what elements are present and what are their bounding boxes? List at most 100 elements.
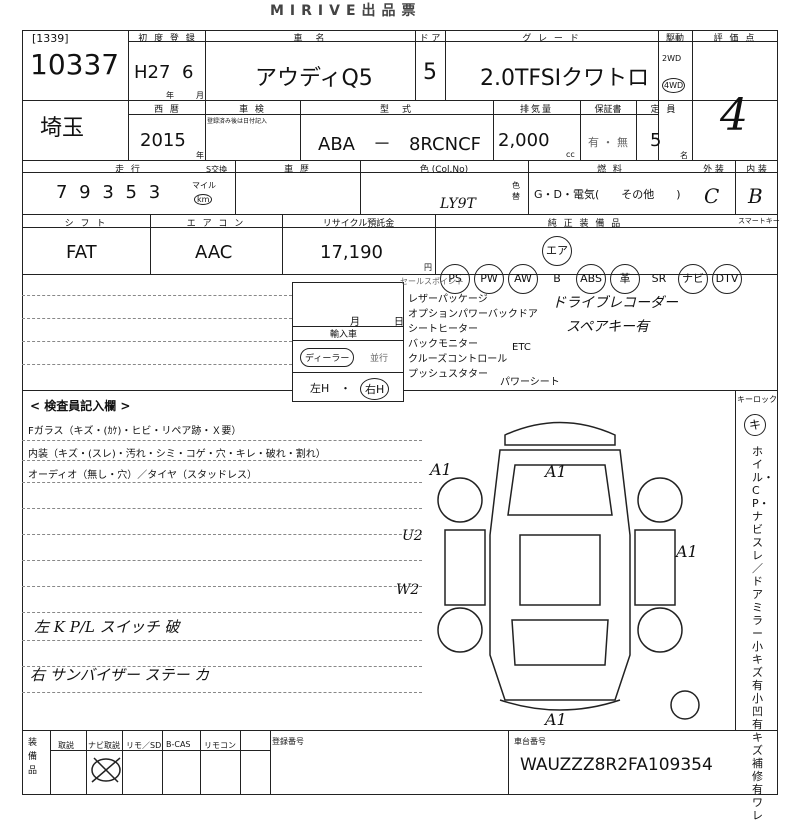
damage-a1-rear: A1 — [545, 710, 567, 729]
col-remote-sd: リモ／SD — [126, 741, 162, 750]
box-left-h: 左H — [310, 382, 330, 395]
hdr-ext: 外 装 — [703, 165, 724, 175]
feature-power-seat: パワーシート — [500, 377, 560, 388]
year-unit-2: 年 — [196, 151, 204, 160]
box-month: 月 — [350, 317, 360, 328]
cc-unit: cc — [566, 150, 575, 159]
door-count: 5 — [423, 60, 437, 85]
feature-item: プッシュスタター — [408, 369, 488, 380]
hand-note-spare-key: スペアキー有 — [566, 319, 650, 335]
damage-a1-hood: A1 — [545, 462, 567, 481]
bottom-equip-header: 装 備 品 — [28, 738, 38, 776]
damage-u2-left: U2 — [402, 528, 423, 544]
box-parallel: 並行 — [370, 354, 389, 364]
hdr-repair: 保証書 — [594, 105, 622, 115]
equip-abs: ABS — [576, 264, 606, 294]
capacity-value: 5 — [650, 130, 662, 151]
recycle-unit: 円 — [424, 263, 432, 272]
hand-note-drive-recorder: ドライブレコーダー — [552, 295, 678, 311]
col-remote: リモコン — [204, 741, 236, 750]
capacity-unit: 名 — [680, 151, 688, 160]
equip-ps: PS — [440, 264, 470, 294]
equip-dtv: DTV — [712, 264, 742, 294]
lot-number: 10337 — [30, 48, 120, 81]
feature-etc: ETC — [512, 342, 531, 353]
inspector-note-visor: 右 サンバイザー ステー カ — [30, 666, 210, 684]
cross-mark — [91, 757, 121, 783]
mile-unit: マイル — [192, 181, 216, 190]
feature-item: クルーズコントロール — [408, 354, 508, 365]
fuel-value: G・D・電気( その他 ) — [534, 188, 681, 201]
feature-item: レザーパッケージ — [408, 294, 488, 305]
year-unit: 年 — [166, 91, 174, 100]
prefecture: 埼玉 — [40, 116, 85, 141]
hdr-eval: 評 価 点 — [713, 34, 757, 44]
feature-item: バックモニター — [408, 339, 478, 350]
hdr-model: 車 名 — [293, 34, 327, 44]
cc-value: 2,000 — [498, 130, 550, 151]
equip-sr: SR — [651, 272, 667, 285]
sheet-frame — [22, 30, 778, 795]
equip-navi: ナビ — [678, 264, 708, 294]
equip-leather: 革 — [610, 264, 640, 294]
ext-grade: C — [704, 184, 720, 208]
hdr-mileage: 走 行 — [115, 165, 142, 175]
model-name: アウディQ5 — [255, 66, 373, 91]
features-list: レザーパッケージ オプションパワーバックドア シートヒーター バックモニター ク… — [408, 292, 558, 382]
feature-item: シートヒーター — [408, 324, 478, 335]
inspector-line-audio: オーディオ（無し・穴）／タイヤ（スタッドレス） — [28, 470, 257, 481]
col-navi-manual: ナビ取説 — [88, 741, 120, 750]
hdr-drive: 駆動 — [665, 34, 684, 44]
meter-change: S交換 — [206, 165, 228, 174]
hdr-first-reg: 初 度 登 録 — [138, 34, 197, 44]
box-dot: ・ — [340, 382, 351, 395]
damage-a1-right: A1 — [676, 542, 698, 561]
keylock-label: キーロック — [737, 395, 777, 404]
hdr-cc: 排気量 — [519, 105, 553, 115]
side-damage-legend: ホイル・CP・ナビスレ／ドアミラー 小キズ 有 小凹 有 キズ 補修 有 ワレ — [752, 445, 774, 822]
inspect-note: 登録済み後は日付記入 — [207, 118, 268, 125]
hdr-capacity: 定 員 — [650, 105, 678, 115]
hdr-year: 西 暦 — [154, 105, 181, 115]
hdr-fuel: 燃 料 — [597, 165, 624, 175]
col-bcas: B-CAS — [166, 740, 191, 749]
inspector-line-glass: Fガラス（キズ・(ｶｹ)・ヒビ・リペア跡・Ｘ要） — [28, 426, 242, 437]
hdr-color: 色 (Col.No) — [419, 165, 469, 175]
ac-value: AAC — [195, 242, 233, 263]
hdr-type: 型 式 — [379, 105, 413, 115]
inspector-note-switch: 左 K P/L スイッチ 破 — [34, 618, 180, 636]
color-code: LY9T — [440, 196, 476, 212]
equip-aw: AW — [508, 264, 538, 294]
recycle-value: 17,190 — [320, 242, 383, 263]
hdr-equip: 純 正 装 備 品 — [547, 219, 623, 229]
feature-item: オプションパワーバックドア — [408, 309, 538, 320]
hdr-smart-key: スマートキー — [738, 217, 780, 225]
hdr-grade: グ レ ー ド — [522, 34, 581, 44]
int-grade: B — [748, 184, 763, 208]
lot-prefix: [1339] — [32, 32, 69, 45]
box-right-h: 右H — [360, 378, 390, 400]
hdr-door: ド ア — [419, 34, 441, 44]
mileage-value: 7 9 3 5 3 — [56, 182, 164, 203]
grade-value: 2.0TFSIクワトロ — [480, 66, 650, 91]
hdr-recycle: リサイクル預託金 — [322, 219, 395, 229]
sales-label: セールスポイント — [400, 277, 464, 286]
first-reg-era: H27 — [134, 62, 171, 83]
damage-w2-left: W2 — [396, 582, 420, 598]
hdr-change: 車 歴 — [284, 165, 311, 175]
km-unit: km — [194, 194, 213, 205]
color-change: 色替 — [512, 181, 520, 201]
hdr-registration: 登録番号 — [272, 737, 304, 746]
hdr-vin: 車台番号 — [514, 737, 546, 746]
form-title: MIRIVE出品票 — [270, 3, 422, 19]
hdr-int: 内 装 — [746, 165, 767, 175]
hdr-ac: エ ア コ ン — [186, 219, 246, 229]
keylock-mark: キ — [744, 414, 766, 436]
inspector-line-interior: 内装（キズ・(スレ)・汚れ・シミ・コゲ・穴・キレ・破れ・割れ） — [28, 449, 326, 460]
drive-2wd: 2WD — [662, 54, 682, 63]
first-reg-month: 6 — [182, 62, 194, 83]
equip-airbag: エアB — [542, 236, 572, 285]
box-dealer: ディーラー — [300, 348, 355, 367]
car-diagram — [437, 421, 700, 720]
